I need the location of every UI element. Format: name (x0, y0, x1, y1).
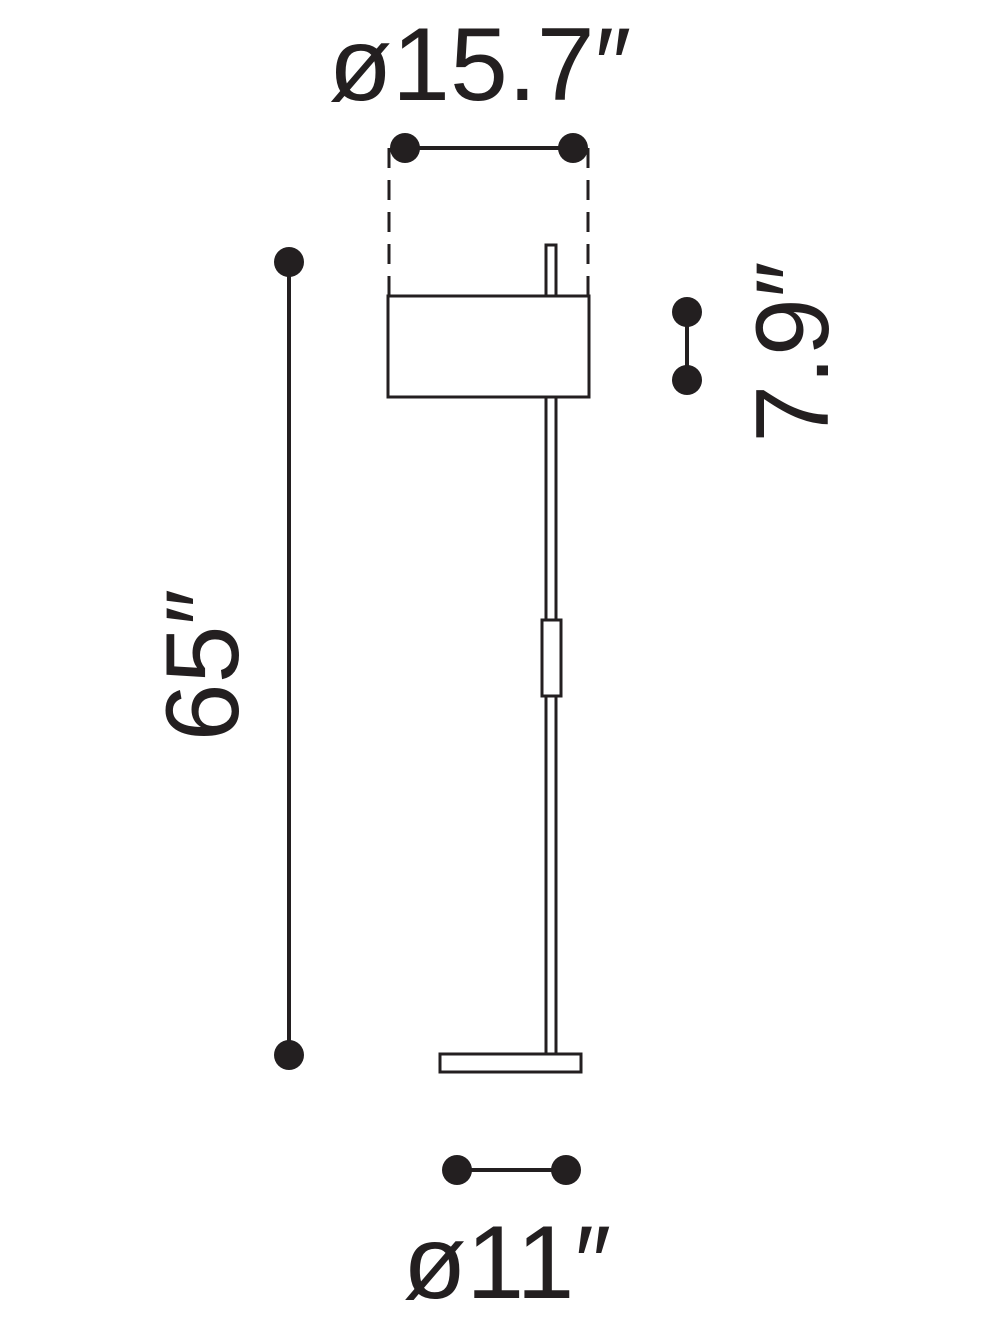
lamp-pole-top (544, 243, 558, 299)
shade-height-dimension: 7.9″ (672, 261, 851, 443)
base-diameter-endpoint-left (442, 1155, 472, 1185)
shade-diameter-label: ø15.7″ (329, 7, 632, 123)
shade-height-label: 7.9″ (735, 261, 851, 442)
shade-diameter-endpoint-left (390, 133, 420, 163)
lamp-base (438, 1052, 583, 1074)
lamp-pole (544, 394, 558, 1056)
total-height-label: 65″ (145, 589, 261, 742)
shade-height-endpoint-bottom (672, 365, 702, 395)
floor-lamp-drawing (386, 243, 591, 1074)
base-diameter-dimension: ø11″ (403, 1155, 611, 1320)
total-height-endpoint-top (274, 247, 304, 277)
shade-height-endpoint-top (672, 297, 702, 327)
shade-diameter-dimension: ø15.7″ (329, 7, 632, 295)
base-diameter-label: ø11″ (403, 1205, 611, 1320)
shade-diameter-endpoint-right (558, 133, 588, 163)
lamp-pole-joint (540, 618, 563, 698)
total-height-dimension: 65″ (145, 247, 304, 1070)
lamp-shade (386, 294, 591, 399)
base-diameter-endpoint-right (551, 1155, 581, 1185)
total-height-endpoint-bottom (274, 1040, 304, 1070)
